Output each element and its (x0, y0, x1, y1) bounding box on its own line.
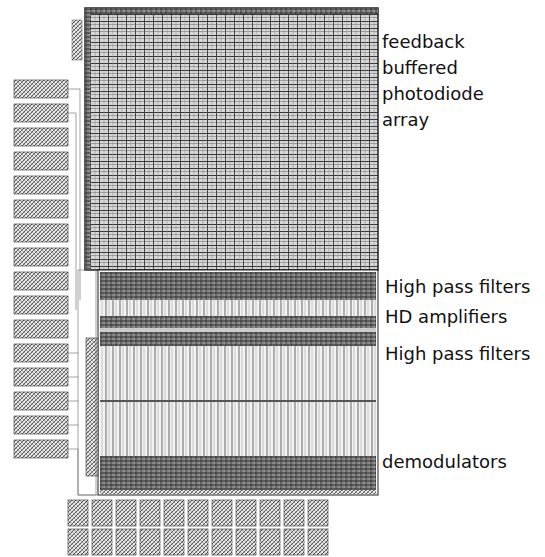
part-label: High pass filters (385, 341, 541, 367)
part-label: demodulators (382, 449, 538, 475)
part-label: feedback buffered photodiode array (382, 29, 502, 133)
part-label: High pass filters (385, 274, 541, 300)
part-label: HD amplifiers (385, 304, 541, 330)
